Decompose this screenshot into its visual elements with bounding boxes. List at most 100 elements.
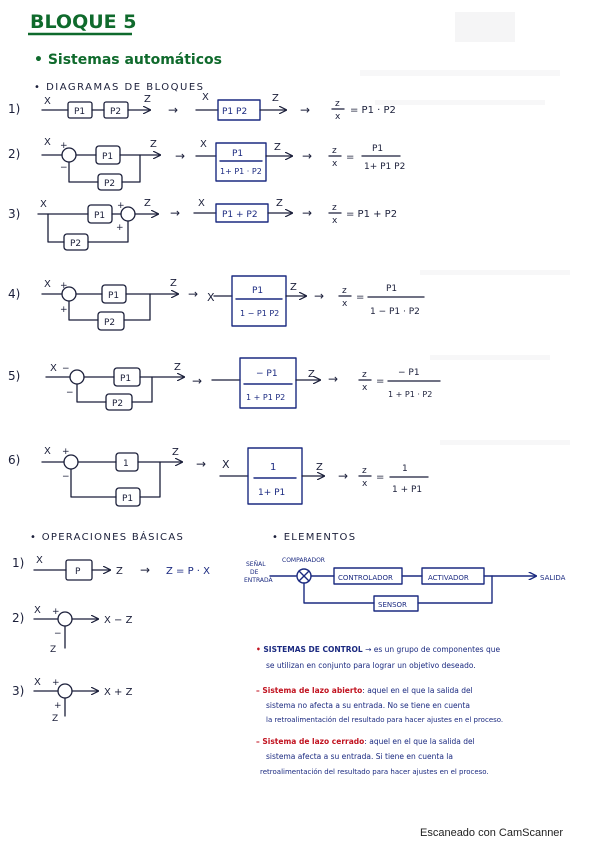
svg-text:ENTRADA: ENTRADA (244, 577, 273, 584)
svg-text:P1: P1 (74, 107, 85, 117)
svg-text:+: + (116, 223, 124, 233)
svg-text:Z: Z (172, 447, 179, 458)
svg-text:5): 5) (8, 369, 20, 383)
svg-text:x: x (362, 383, 368, 393)
svg-text:Z: Z (290, 282, 297, 293)
scanner-watermark: Escaneado con CamScanner (420, 827, 563, 839)
diagram-row-1: 1) X P1 P2 Z → X P1 P2 Z → z x = P1 · P2 (8, 92, 396, 122)
svg-text:+: + (60, 141, 68, 151)
svg-text:P2: P2 (104, 318, 115, 328)
svg-text:P1: P1 (232, 149, 243, 159)
svg-text:x: x (332, 216, 338, 226)
elements-heading: • ELEMENTOS (272, 532, 356, 543)
svg-text:Z: Z (52, 714, 58, 724)
svg-text:P2: P2 (104, 179, 115, 189)
svg-text:+: + (62, 447, 70, 457)
basic-op-2: 2) X + − Z X − Z (12, 605, 133, 655)
svg-text:z: z (332, 146, 337, 156)
svg-text:X: X (44, 446, 51, 457)
basic-op-1: 1) X P Z → Z = P · X (12, 555, 210, 581)
svg-text:P1: P1 (252, 286, 263, 296)
svg-text:− P1: − P1 (398, 368, 420, 378)
svg-text:1: 1 (402, 464, 408, 474)
svg-text:→: → (175, 149, 185, 163)
svg-text:→: → (300, 103, 310, 117)
svg-text:x: x (342, 299, 348, 309)
svg-text:1+ P1 · P2: 1+ P1 · P2 (220, 167, 262, 176)
svg-text:X: X (36, 555, 43, 566)
input-label: X (44, 96, 51, 107)
svg-text:COMPARADOR: COMPARADOR (282, 557, 325, 564)
svg-text:Z: Z (170, 278, 177, 289)
svg-text:P1: P1 (120, 374, 131, 384)
output-label: Z (144, 94, 151, 105)
svg-text:X: X (198, 198, 205, 209)
svg-text:→: → (328, 372, 338, 386)
svg-text:Z: Z (144, 198, 151, 209)
svg-text:P1: P1 (122, 494, 133, 504)
svg-text:1): 1) (12, 556, 24, 570)
svg-text:→: → (140, 563, 150, 577)
svg-text:2): 2) (12, 611, 24, 625)
svg-text:la retroalimentación del resul: la retroalimentación del resultado para … (266, 716, 503, 724)
svg-text:SALIDA: SALIDA (540, 574, 566, 582)
svg-text:+: + (52, 607, 60, 617)
svg-text:X: X (207, 291, 215, 304)
svg-text:X: X (34, 605, 41, 616)
svg-text:=: = (346, 152, 354, 163)
svg-text:1+ P1 P2: 1+ P1 P2 (364, 162, 405, 172)
svg-text:X: X (222, 458, 230, 471)
svg-text:Z: Z (276, 198, 283, 209)
svg-text:ACTIVADOR: ACTIVADOR (428, 574, 469, 582)
svg-text:se utilizan en conjunto para l: se utilizan en conjunto para lograr un o… (266, 661, 476, 670)
svg-text:Z: Z (174, 362, 181, 373)
svg-text:Z = P · X: Z = P · X (166, 566, 210, 577)
bleed-through (360, 12, 570, 445)
svg-text:→: → (314, 289, 324, 303)
svg-text:= P1 + P2: = P1 + P2 (346, 209, 397, 220)
svg-text:Z: Z (316, 462, 323, 473)
basic-ops-heading: • OPERACIONES BÁSICAS (30, 530, 184, 543)
svg-text:DE: DE (250, 569, 259, 576)
svg-text:P: P (75, 567, 81, 577)
svg-text:= P1 · P2: = P1 · P2 (350, 105, 396, 116)
svg-text:1 − P1 P2: 1 − P1 P2 (240, 309, 279, 318)
svg-text:+: + (52, 678, 60, 688)
summing-junction (57, 683, 73, 699)
svg-text:X: X (40, 199, 47, 210)
svg-text:X: X (44, 279, 51, 290)
row-number: 1) (8, 102, 20, 116)
svg-text:=: = (376, 376, 384, 387)
svg-text:→: → (170, 206, 180, 220)
svg-text:Z: Z (308, 369, 315, 380)
svg-text:SENSOR: SENSOR (378, 601, 407, 609)
summing-junction (57, 611, 73, 627)
svg-text:P1 P2: P1 P2 (222, 107, 247, 117)
svg-text:P2: P2 (112, 399, 123, 409)
svg-text:Z: Z (50, 645, 56, 655)
svg-text:retroalimentación del resultad: retroalimentación del resultado para hac… (260, 768, 489, 776)
svg-text:→: → (196, 457, 206, 471)
svg-text:1: 1 (270, 462, 276, 473)
diagram-row-4: 4) X + + P1 Z P2 → X P1 1 − P1 P2 Z → z … (8, 275, 425, 331)
diagram-row-2: 2) X + − P1 Z P2 → X P1 1+ P1 · P2 Z → z… (8, 137, 405, 191)
svg-text:X: X (202, 92, 209, 103)
svg-text:−: − (54, 629, 62, 639)
svg-text:3): 3) (8, 207, 20, 221)
svg-text:P1: P1 (102, 152, 113, 162)
svg-text:Z: Z (150, 139, 157, 150)
svg-text:1 + P1 P2: 1 + P1 P2 (246, 393, 285, 402)
svg-text:−: − (66, 388, 74, 398)
svg-text:Z: Z (274, 142, 281, 153)
block-diagrams-heading: • DIAGRAMAS DE BLOQUES (34, 82, 205, 93)
equivalent-block (231, 275, 287, 327)
svg-text:=: = (376, 472, 384, 483)
svg-text:z: z (362, 370, 367, 380)
basic-op-3: 3) X + + Z X + Z (12, 677, 133, 724)
summing-junction (69, 369, 85, 385)
svg-text:6): 6) (8, 453, 20, 467)
diagram-row-5: 5) X − − P1 Z P2 → − P1 1 + P1 P2 Z → z … (8, 357, 441, 411)
svg-text:− P1: − P1 (256, 369, 278, 379)
svg-text:P1: P1 (94, 211, 105, 221)
